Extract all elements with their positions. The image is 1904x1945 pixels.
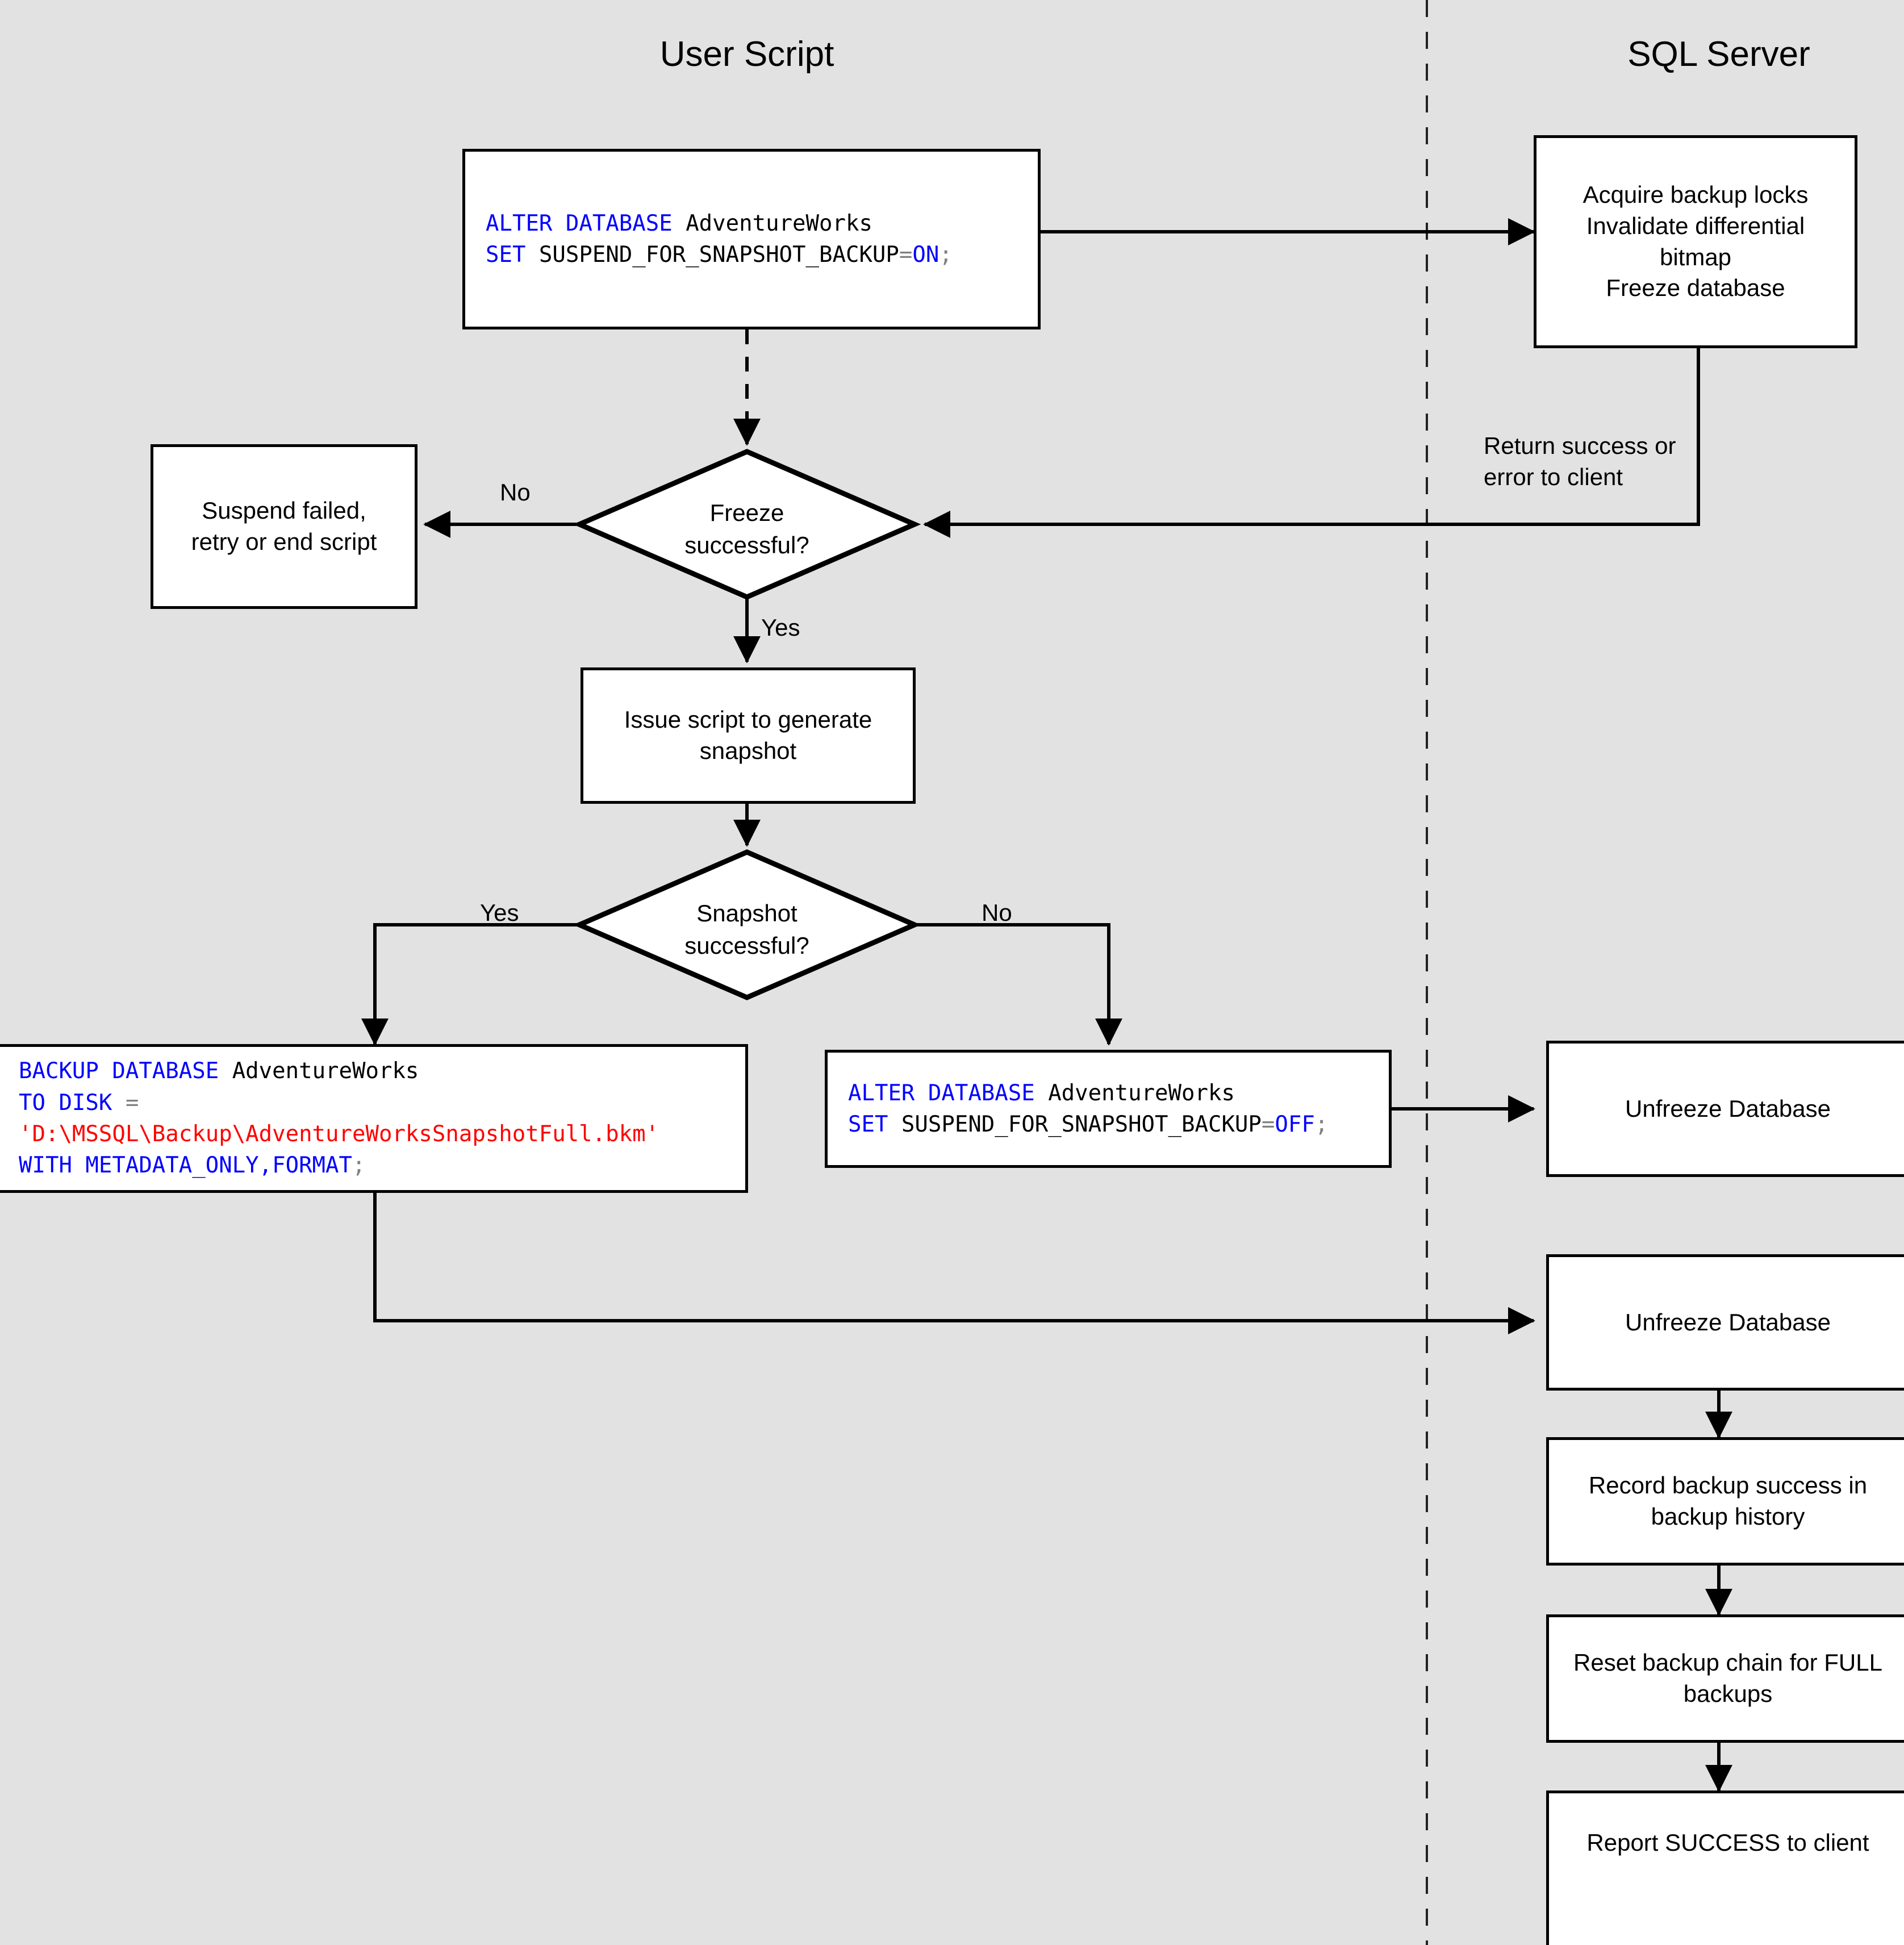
node-suspend-failed-label: Suspend failed, retry or end script — [191, 497, 377, 555]
node-report-success-label: Report SUCCESS to client — [1586, 1829, 1869, 1856]
code-backup-database: BACKUP DATABASE AdventureWorks TO DISK =… — [19, 1058, 659, 1179]
node-acquire-backup-locks[interactable]: Acquire backup locks Invalidate differen… — [1534, 135, 1857, 348]
node-alter-database-on[interactable]: ALTER DATABASE AdventureWorks SET SUSPEN… — [462, 149, 1041, 329]
edge-label-return-to-client: Return success or error to client — [1484, 432, 1676, 490]
node-record-backup-success-label: Record backup success in backup history — [1588, 1472, 1868, 1530]
edge-backup-to-unfreeze2 — [373, 1193, 1535, 1334]
node-freeze-decision-label: Freeze successful? — [684, 499, 809, 558]
lane-title-sql-server: SQL Server — [1627, 35, 1810, 74]
edge-acquire-to-freeze-return — [923, 348, 1700, 538]
code-alter-off: ALTER DATABASE AdventureWorks SET SUSPEN… — [848, 1080, 1329, 1137]
edge-snapshot-no — [915, 923, 1122, 1046]
node-issue-script-label: Issue script to generate snapshot — [624, 706, 872, 764]
node-record-backup-success[interactable]: Record backup success in backup history — [1546, 1437, 1904, 1566]
node-unfreeze-database-1-label: Unfreeze Database — [1625, 1095, 1831, 1122]
node-unfreeze-database-2-label: Unfreeze Database — [1625, 1308, 1831, 1335]
node-report-success[interactable]: Report SUCCESS to client — [1546, 1790, 1904, 1945]
node-reset-backup-chain-label: Reset backup chain for FULL backups — [1573, 1649, 1882, 1707]
snapshot-decision-shape — [573, 849, 921, 1000]
node-reset-backup-chain[interactable]: Reset backup chain for FULL backups — [1546, 1614, 1904, 1743]
node-snapshot-decision-label: Snapshot successful? — [684, 900, 809, 959]
node-unfreeze-database-1[interactable]: Unfreeze Database — [1546, 1041, 1904, 1177]
node-acquire-backup-locks-label: Acquire backup locks Invalidate differen… — [1583, 181, 1809, 302]
edge-label-snapshot-no: No — [982, 899, 1012, 926]
code-alter-on: ALTER DATABASE AdventureWorks SET SUSPEN… — [486, 210, 953, 268]
node-suspend-failed[interactable]: Suspend failed, retry or end script — [151, 444, 417, 609]
edge-label-snapshot-yes: Yes — [480, 899, 519, 926]
node-issue-script[interactable]: Issue script to generate snapshot — [581, 667, 916, 804]
edge-snapshot-yes — [361, 923, 579, 1046]
node-alter-database-off[interactable]: ALTER DATABASE AdventureWorks SET SUSPEN… — [825, 1050, 1392, 1168]
lane-title-user-script: User Script — [659, 35, 834, 74]
node-backup-database[interactable]: BACKUP DATABASE AdventureWorks TO DISK =… — [0, 1044, 748, 1193]
edge-label-freeze-yes: Yes — [761, 614, 800, 641]
edge-label-freeze-no: No — [500, 479, 531, 506]
node-unfreeze-database-2[interactable]: Unfreeze Database — [1546, 1254, 1904, 1391]
